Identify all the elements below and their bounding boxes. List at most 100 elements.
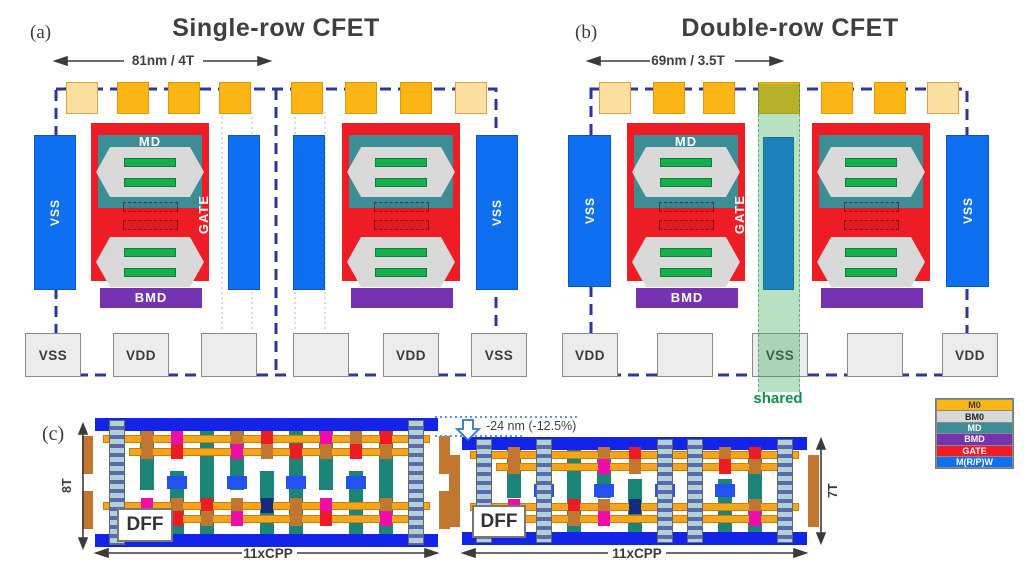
via-block bbox=[290, 498, 303, 513]
cfet-gate-block bbox=[342, 123, 460, 287]
rail-tap-box: VSS bbox=[25, 333, 81, 377]
m0-track-square bbox=[455, 82, 487, 114]
via-block bbox=[170, 498, 183, 513]
m0-track-square bbox=[168, 82, 200, 114]
rail-tap-box: VDD bbox=[383, 333, 439, 377]
via-block bbox=[748, 499, 761, 514]
via-block bbox=[748, 447, 761, 462]
via-block bbox=[140, 444, 153, 459]
via-block bbox=[568, 499, 581, 514]
power-rail-m0 bbox=[95, 418, 438, 431]
nanosheet-hexagon bbox=[347, 237, 455, 287]
via-block bbox=[140, 431, 153, 446]
gate-boundary-column bbox=[408, 420, 424, 545]
bmd-bar bbox=[821, 288, 923, 308]
power-rail-bar bbox=[293, 135, 325, 290]
m0-track-square bbox=[927, 82, 959, 114]
legend-item-mrpw: M(R/P)W bbox=[936, 455, 1013, 469]
via-block bbox=[508, 459, 521, 474]
mrpw-block bbox=[226, 475, 247, 489]
via-block bbox=[380, 511, 393, 526]
power-rail-bar: VSS bbox=[568, 135, 611, 287]
edge-contact bbox=[82, 436, 93, 474]
edge-contact bbox=[449, 489, 460, 527]
via-block bbox=[170, 511, 183, 526]
edge-contact bbox=[439, 436, 450, 474]
panel-c-label: (c) bbox=[42, 423, 65, 445]
power-rail-bar: VSS bbox=[476, 135, 518, 290]
via-block bbox=[170, 444, 183, 459]
via-block bbox=[598, 499, 611, 514]
via-block bbox=[290, 444, 303, 459]
power-rail-label-text: VSS bbox=[582, 197, 597, 225]
cfet-gate-block: MD GATE bbox=[627, 123, 747, 287]
power-rail-label: VSS bbox=[569, 136, 610, 286]
shared-label: shared bbox=[753, 390, 803, 407]
rail-tap-label: VSS bbox=[38, 347, 68, 363]
gate-boundary-column bbox=[656, 439, 673, 543]
width-label-cpp-left: 11xCPP bbox=[243, 546, 293, 561]
gate-contact-dashed bbox=[659, 220, 714, 230]
nanosheet-hexagon bbox=[817, 147, 925, 197]
dff-layout bbox=[449, 437, 819, 545]
nanosheet-hexagon bbox=[96, 147, 204, 197]
via-block bbox=[598, 459, 611, 474]
m0-track-square bbox=[821, 82, 853, 114]
m0-track-square bbox=[291, 82, 323, 114]
via-block bbox=[320, 511, 333, 526]
power-rail-label-text: VSS bbox=[490, 198, 504, 226]
nanosheet-bar bbox=[660, 178, 712, 187]
via-block bbox=[628, 447, 641, 462]
via-block bbox=[260, 431, 273, 446]
bmd-label: BMD bbox=[134, 290, 168, 305]
rail-tap-label bbox=[658, 334, 712, 376]
via-block bbox=[748, 511, 761, 526]
rail-tap-box: VDD bbox=[113, 333, 169, 377]
edge-contact bbox=[808, 489, 819, 527]
rail-tap-box: VDD bbox=[562, 333, 618, 377]
via-block bbox=[260, 444, 273, 459]
power-rail-m0 bbox=[95, 534, 438, 547]
rail-tap-label: VSS bbox=[484, 347, 514, 363]
dff-cell-right: DFF bbox=[472, 505, 526, 538]
via-block bbox=[290, 511, 303, 526]
via-block bbox=[628, 499, 641, 514]
gate-boundary-column bbox=[686, 439, 703, 543]
via-block bbox=[380, 431, 393, 446]
m0-track-square bbox=[599, 82, 631, 114]
gate-label-text: GATE bbox=[196, 195, 211, 235]
reduction-annotation: -24 nm (-12.5%) bbox=[486, 419, 577, 433]
height-label-7t: 7T bbox=[826, 483, 840, 499]
via-block bbox=[230, 498, 243, 513]
nanosheet-hexagon bbox=[817, 237, 925, 287]
edge-contact bbox=[439, 491, 450, 529]
shared-rail-highlight-band bbox=[758, 84, 800, 392]
cfet-gate-block bbox=[812, 123, 930, 287]
via-block bbox=[718, 459, 731, 474]
nanosheet-bar bbox=[845, 178, 897, 187]
via-block bbox=[350, 444, 363, 459]
nanosheet-hexagon bbox=[347, 147, 455, 197]
gate-contact-dashed bbox=[374, 202, 429, 212]
rail-tap-label: VDD bbox=[954, 347, 985, 363]
m0-track-square bbox=[874, 82, 906, 114]
gate-label: GATE bbox=[732, 195, 747, 265]
via-block bbox=[380, 498, 393, 513]
panel-a-title: Single-row CFET bbox=[172, 14, 380, 42]
via-block bbox=[508, 447, 521, 462]
power-rail-bar: VSS bbox=[946, 135, 989, 287]
power-rail-label-text: VSS bbox=[960, 197, 975, 225]
rail-tap-box bbox=[293, 333, 349, 377]
mrpw-block bbox=[714, 484, 735, 497]
md-label: MD bbox=[674, 134, 698, 149]
edge-contact bbox=[449, 455, 460, 493]
via-block bbox=[230, 511, 243, 526]
rail-tap-box bbox=[201, 333, 257, 377]
mrpw-block bbox=[166, 475, 187, 489]
via-block bbox=[718, 447, 731, 462]
m0-track-square bbox=[117, 82, 149, 114]
bmd-bar bbox=[351, 288, 453, 308]
rail-tap-label bbox=[294, 334, 348, 376]
